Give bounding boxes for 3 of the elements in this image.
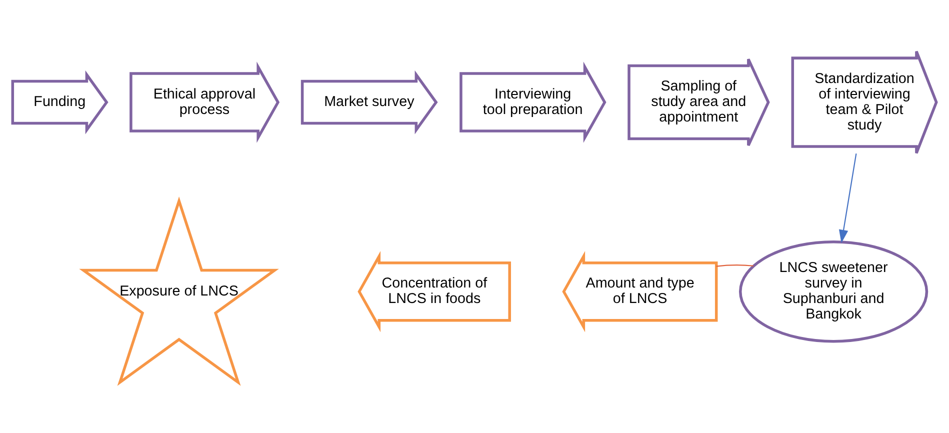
node-ellipse: LNCS sweetener survey in Suphanburi and Bangkok — [738, 240, 928, 342]
connector — [716, 264, 754, 266]
arrow — [838, 152, 857, 243]
